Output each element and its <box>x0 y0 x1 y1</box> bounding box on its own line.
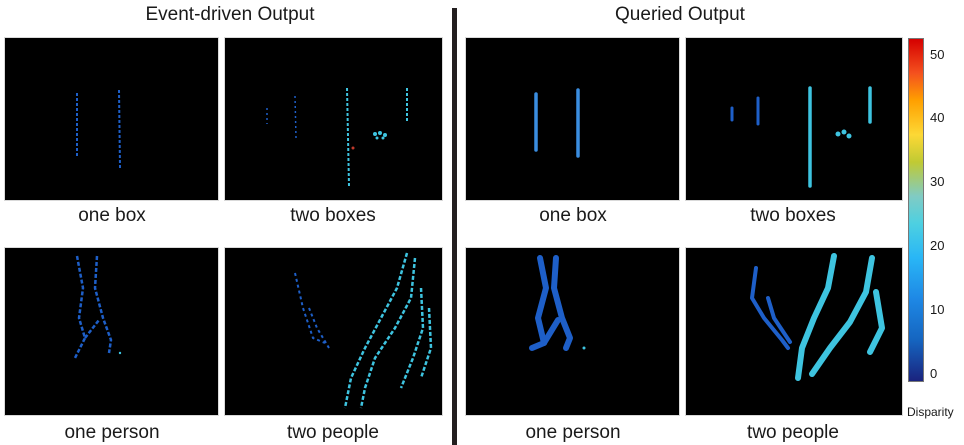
disparity-colorbar <box>908 38 924 382</box>
event-one-person-image <box>5 248 218 415</box>
event-driven-title: Event-driven Output <box>145 4 315 25</box>
event-two-people-image <box>225 248 442 415</box>
colorbar-label: Disparity <box>907 405 954 419</box>
queried-one-person-caption: one person <box>525 422 621 443</box>
section-divider <box>452 8 457 445</box>
queried-two-boxes-image <box>686 38 902 200</box>
queried-title: Queried Output <box>615 4 745 25</box>
queried-two-boxes-caption: two boxes <box>750 205 836 226</box>
queried-one-box-caption: one box <box>539 205 607 226</box>
colorbar-tick-50: 50 <box>930 47 945 62</box>
queried-one-box-image <box>466 38 679 200</box>
event-two-boxes-caption: two boxes <box>290 205 376 226</box>
colorbar-tick-40: 40 <box>930 110 945 125</box>
event-one-box-image <box>5 38 218 200</box>
queried-two-people-caption: two people <box>747 422 839 443</box>
event-one-box-caption: one box <box>78 205 146 226</box>
queried-two-people-image <box>686 248 902 415</box>
colorbar-tick-10: 10 <box>930 302 945 317</box>
colorbar-tick-20: 20 <box>930 238 945 253</box>
queried-one-person-image <box>466 248 679 415</box>
event-one-person-caption: one person <box>64 422 160 443</box>
event-two-boxes-image <box>225 38 442 200</box>
event-two-people-caption: two people <box>287 422 379 443</box>
colorbar-tick-30: 30 <box>930 174 945 189</box>
colorbar-tick-0: 0 <box>930 366 938 381</box>
